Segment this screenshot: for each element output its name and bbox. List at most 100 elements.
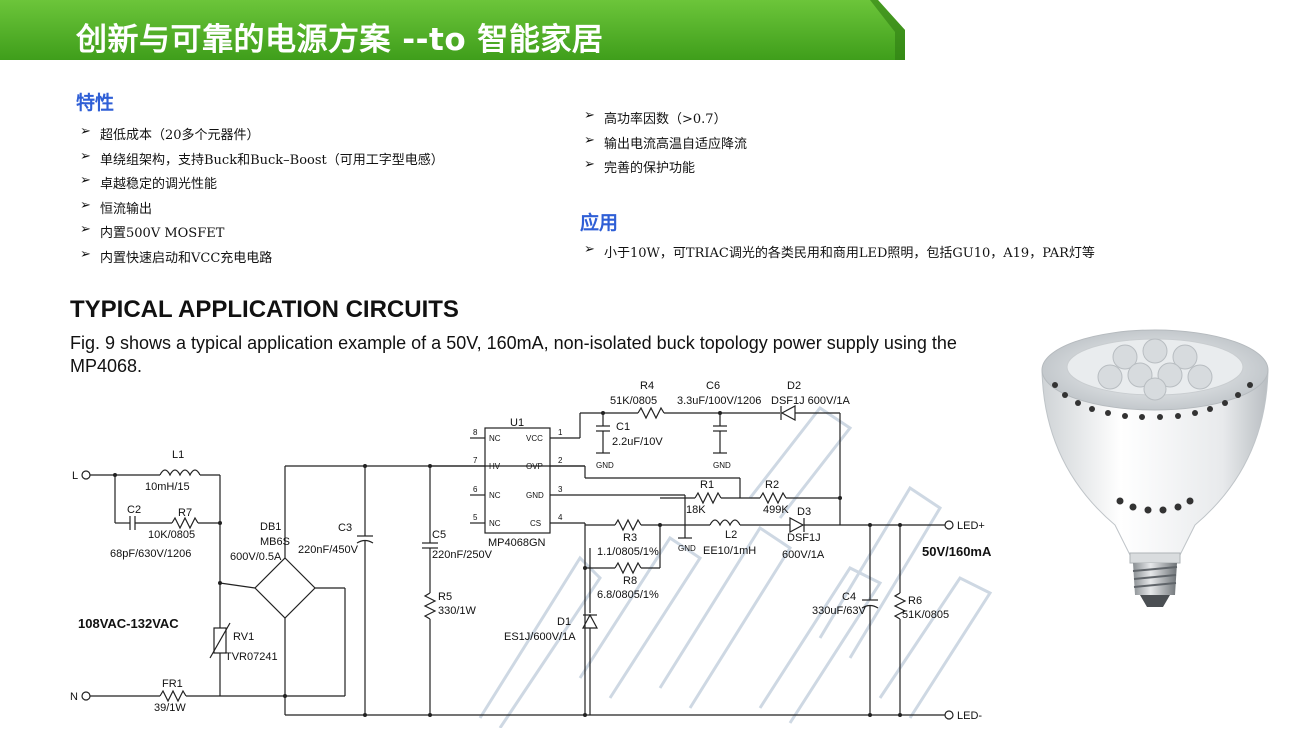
fr1-ref: FR1 bbox=[162, 678, 183, 690]
arrow-bullet-icon: ➢ bbox=[584, 108, 595, 123]
d3-rating: 600V/1A bbox=[782, 549, 825, 561]
d1-value: ES1J/600V/1A bbox=[504, 631, 576, 643]
input-range-label: 108VAC-132VAC bbox=[78, 616, 179, 631]
r6-value: 51K/0805 bbox=[902, 609, 949, 621]
terminal-n-label: N bbox=[70, 691, 78, 703]
r5-ref: R5 bbox=[438, 591, 452, 603]
r2-value: 499K bbox=[763, 504, 789, 516]
d1-ref: D1 bbox=[557, 616, 571, 628]
feature-right-item: ➢ 高功率因数（>0.7） bbox=[582, 108, 747, 133]
c2-ref: C2 bbox=[127, 504, 141, 516]
r8-value: 6.8/0805/1% bbox=[597, 589, 659, 601]
ic-pin-1-label: VCC bbox=[526, 434, 543, 443]
feature-right-item-text: 输出电流高温自适应降流 bbox=[604, 136, 748, 152]
feature-left-item-text: 超低成本（20多个元器件） bbox=[100, 128, 260, 143]
arrow-bullet-icon: ➢ bbox=[80, 173, 91, 189]
arrow-bullet-icon: ➢ bbox=[80, 148, 91, 164]
features-heading: 特性 bbox=[76, 92, 115, 114]
c2-value: 68pF/630V/1206 bbox=[110, 548, 191, 560]
feature-left-item: ➢ 内置快速启动和VCC充电电路 bbox=[78, 247, 444, 272]
r4-ref: R4 bbox=[640, 380, 654, 392]
c4-ref: C4 bbox=[842, 591, 856, 603]
led-par-bulb-image bbox=[1041, 329, 1269, 607]
application-list: ➢小于10W，可TRIAC调光的各类民用和商用LED照明，包括GU10，A19，… bbox=[582, 242, 1095, 267]
features-list-left: ➢ 超低成本（20多个元器件） ➢ 单绕组架构，支持Buck和Buck–Boost（可… bbox=[78, 124, 444, 272]
r3-ref: R3 bbox=[623, 532, 637, 544]
feature-left-item: ➢ 卓越稳定的调光性能 bbox=[78, 173, 444, 198]
ic-pin-3-label: GND bbox=[526, 491, 544, 500]
r3-value: 1.1/0805/1% bbox=[597, 546, 659, 558]
pin-num-3: 3 bbox=[558, 485, 563, 494]
gnd-label-c6: GND bbox=[713, 461, 731, 470]
db1-ref: DB1 bbox=[260, 521, 281, 533]
r4-value: 51K/0805 bbox=[610, 395, 657, 407]
d2-ref: D2 bbox=[787, 380, 801, 392]
ic-pin-8-label: NC bbox=[489, 434, 501, 443]
feature-left-item-text: 内置快速启动和VCC充电电路 bbox=[100, 250, 273, 266]
c1-value: 2.2uF/10V bbox=[612, 436, 663, 448]
c3-value: 220nF/450V bbox=[298, 544, 359, 556]
arrow-bullet-icon: ➢ bbox=[584, 157, 595, 173]
feature-right-item-text: 高功率因数（>0.7） bbox=[604, 112, 727, 127]
c1-ref: C1 bbox=[616, 421, 630, 433]
r6-ref: R6 bbox=[908, 595, 922, 607]
pin-num-6: 6 bbox=[473, 485, 478, 494]
c5-ref: C5 bbox=[432, 529, 446, 541]
r7-ref: R7 bbox=[178, 507, 192, 519]
arrow-bullet-icon: ➢ bbox=[80, 246, 91, 262]
pin-num-4: 4 bbox=[558, 513, 563, 522]
confidential-watermark bbox=[478, 405, 993, 728]
feature-right-item-text: 完善的保护功能 bbox=[604, 161, 696, 177]
r1-ref: R1 bbox=[700, 479, 714, 491]
led-plus-label: LED+ bbox=[957, 520, 985, 532]
feature-right-item: ➢输出电流高温自适应降流 bbox=[582, 133, 747, 158]
r7-value: 10K/0805 bbox=[148, 529, 195, 541]
fr1-value: 39/1W bbox=[154, 702, 186, 714]
db1-rating: 600V/0.5A bbox=[230, 551, 282, 563]
d3-ref: D3 bbox=[797, 506, 811, 518]
db1-part: MB6S bbox=[260, 536, 290, 548]
ic-pin-7-label: HV bbox=[489, 462, 501, 471]
gnd-label-c1: GND bbox=[596, 461, 614, 470]
app-item-text: 小于10W，可TRIAC调光的各类民用和商用LED照明，包括GU10，A19，P… bbox=[604, 246, 1095, 261]
pin-num-7: 7 bbox=[473, 456, 478, 465]
l2-ref: L2 bbox=[725, 529, 737, 541]
arrow-bullet-icon: ➢ bbox=[80, 124, 91, 139]
header-banner: 创新与可靠的电源方案 --to 智能家居 bbox=[0, 0, 905, 60]
ic-pin-4-label: CS bbox=[530, 519, 541, 528]
banner-shape bbox=[0, 0, 905, 60]
pin-num-2: 2 bbox=[558, 456, 563, 465]
pin-num-1: 1 bbox=[558, 428, 563, 437]
r1-value: 18K bbox=[686, 504, 706, 516]
rv1-part: TVR07241 bbox=[225, 651, 278, 663]
terminal-l-label: L bbox=[72, 470, 78, 482]
l1-ref: L1 bbox=[172, 449, 184, 461]
gnd-label-r1: GND bbox=[678, 544, 696, 553]
u1-ref: U1 bbox=[510, 417, 524, 429]
c6-value: 3.3uF/100V/1206 bbox=[677, 395, 761, 407]
feature-left-item: ➢ 超低成本（20多个元器件） bbox=[78, 124, 444, 149]
feature-left-item: ➢ 单绕组架构，支持Buck和Buck–Boost（可用工字型电感） bbox=[78, 149, 444, 174]
arrow-bullet-icon: ➢ bbox=[80, 222, 91, 238]
r8-ref: R8 bbox=[623, 575, 637, 587]
l1-value: 10mH/15 bbox=[145, 481, 190, 493]
c4-value: 330uF/63V bbox=[812, 605, 866, 617]
feature-right-item: ➢ 完善的保护功能 bbox=[582, 157, 747, 182]
l2-value: EE10/1mH bbox=[703, 545, 756, 557]
feature-left-item-text: 单绕组架构，支持Buck和Buck–Boost（可用工字型电感） bbox=[100, 152, 444, 168]
feature-left-item-text: 恒流输出 bbox=[100, 201, 153, 217]
features-list-right: ➢高功率因数（>0.7）➢输出电流高温自适应降流➢完善的保护功能 bbox=[582, 108, 747, 182]
feature-left-item: ➢ 恒流输出 bbox=[78, 198, 444, 223]
c5-value: 220nF/250V bbox=[432, 549, 493, 561]
ic-pin-6-label: NC bbox=[489, 491, 501, 500]
ic-pin-2-label: OVP bbox=[526, 462, 543, 471]
led-minus-label: LED- bbox=[957, 710, 982, 722]
feature-left-item-text: 内置500V MOSFET bbox=[100, 226, 225, 242]
ic-pin-5-label: NC bbox=[489, 519, 501, 528]
u1-part: MP4068GN bbox=[488, 537, 546, 549]
arrow-bullet-icon: ➢ bbox=[80, 197, 91, 213]
circuit-section-title: TYPICAL APPLICATION CIRCUITS bbox=[70, 296, 459, 323]
d2-value: DSF1J 600V/1A bbox=[771, 395, 851, 407]
feature-left-item-text: 卓越稳定的调光性能 bbox=[100, 177, 218, 193]
output-spec-label: 50V/160mA bbox=[922, 544, 992, 559]
